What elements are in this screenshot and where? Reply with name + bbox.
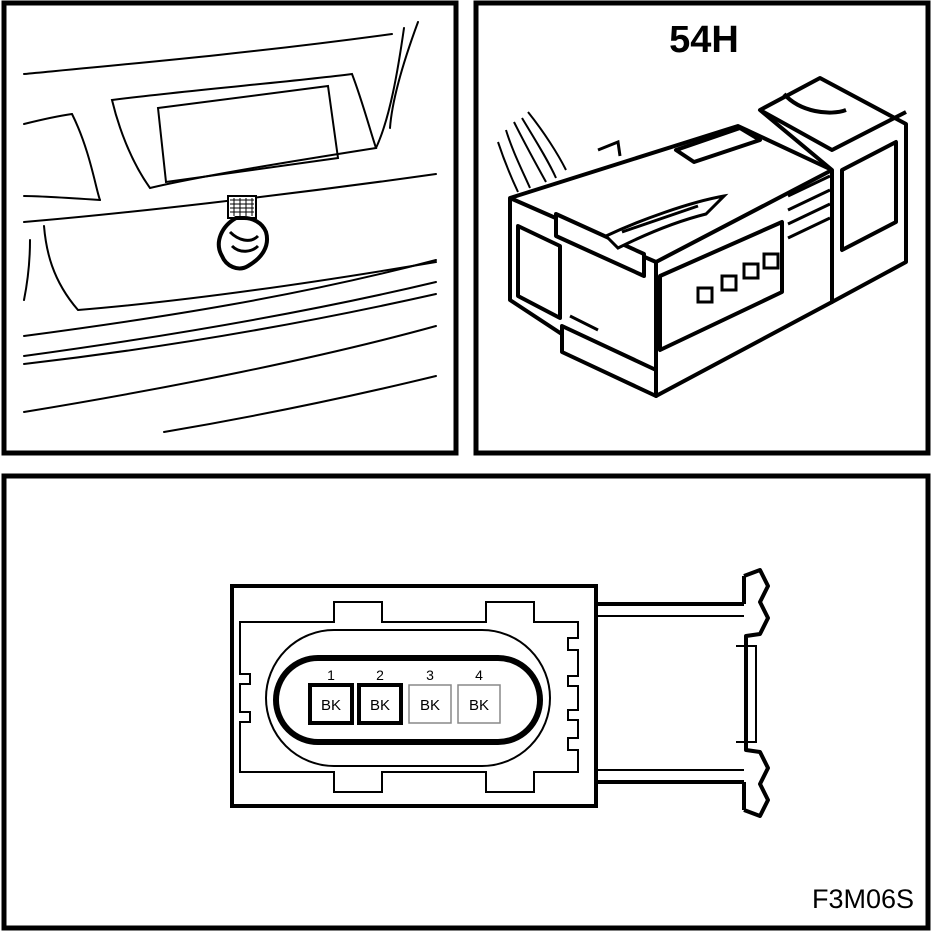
pin-3-box (408, 684, 452, 724)
pin-4-number: 4 (475, 667, 483, 683)
pin-2-box (357, 683, 403, 725)
pin-1-color: BK (321, 697, 341, 714)
connector-housing (508, 124, 834, 398)
pin-1-box (308, 683, 354, 725)
figure-code: F3M06S (812, 884, 914, 914)
location-panel-frame (1, 0, 459, 456)
connector-view-panel: 54H (473, 0, 931, 456)
connector-latch (603, 193, 729, 250)
pin-2-number: 2 (376, 667, 384, 683)
connector-id-label: 54H (669, 19, 739, 61)
location-panel (1, 0, 459, 456)
connector-view-panel-frame (473, 0, 931, 456)
vehicle-rear-lines (23, 21, 437, 433)
connector-face-extension (596, 568, 770, 818)
pin-1-number: 1 (327, 667, 335, 683)
wire-bundle (497, 111, 567, 193)
pin-4-box (457, 684, 501, 724)
pin-4-color: BK (469, 697, 489, 714)
face-view-panel: 1 2 3 4 BK BK BK BK F3M06S (1, 473, 931, 931)
face-view-panel-frame (1, 473, 931, 931)
pin-2-color: BK (370, 697, 390, 714)
connector-cavities (696, 252, 780, 304)
connector-location-marker (216, 195, 269, 271)
connector-ribs (569, 139, 831, 332)
pin-3-color: BK (420, 697, 440, 714)
connector-extension (758, 76, 908, 304)
connector-face-body (230, 584, 598, 808)
pin-3-number: 3 (426, 667, 434, 683)
